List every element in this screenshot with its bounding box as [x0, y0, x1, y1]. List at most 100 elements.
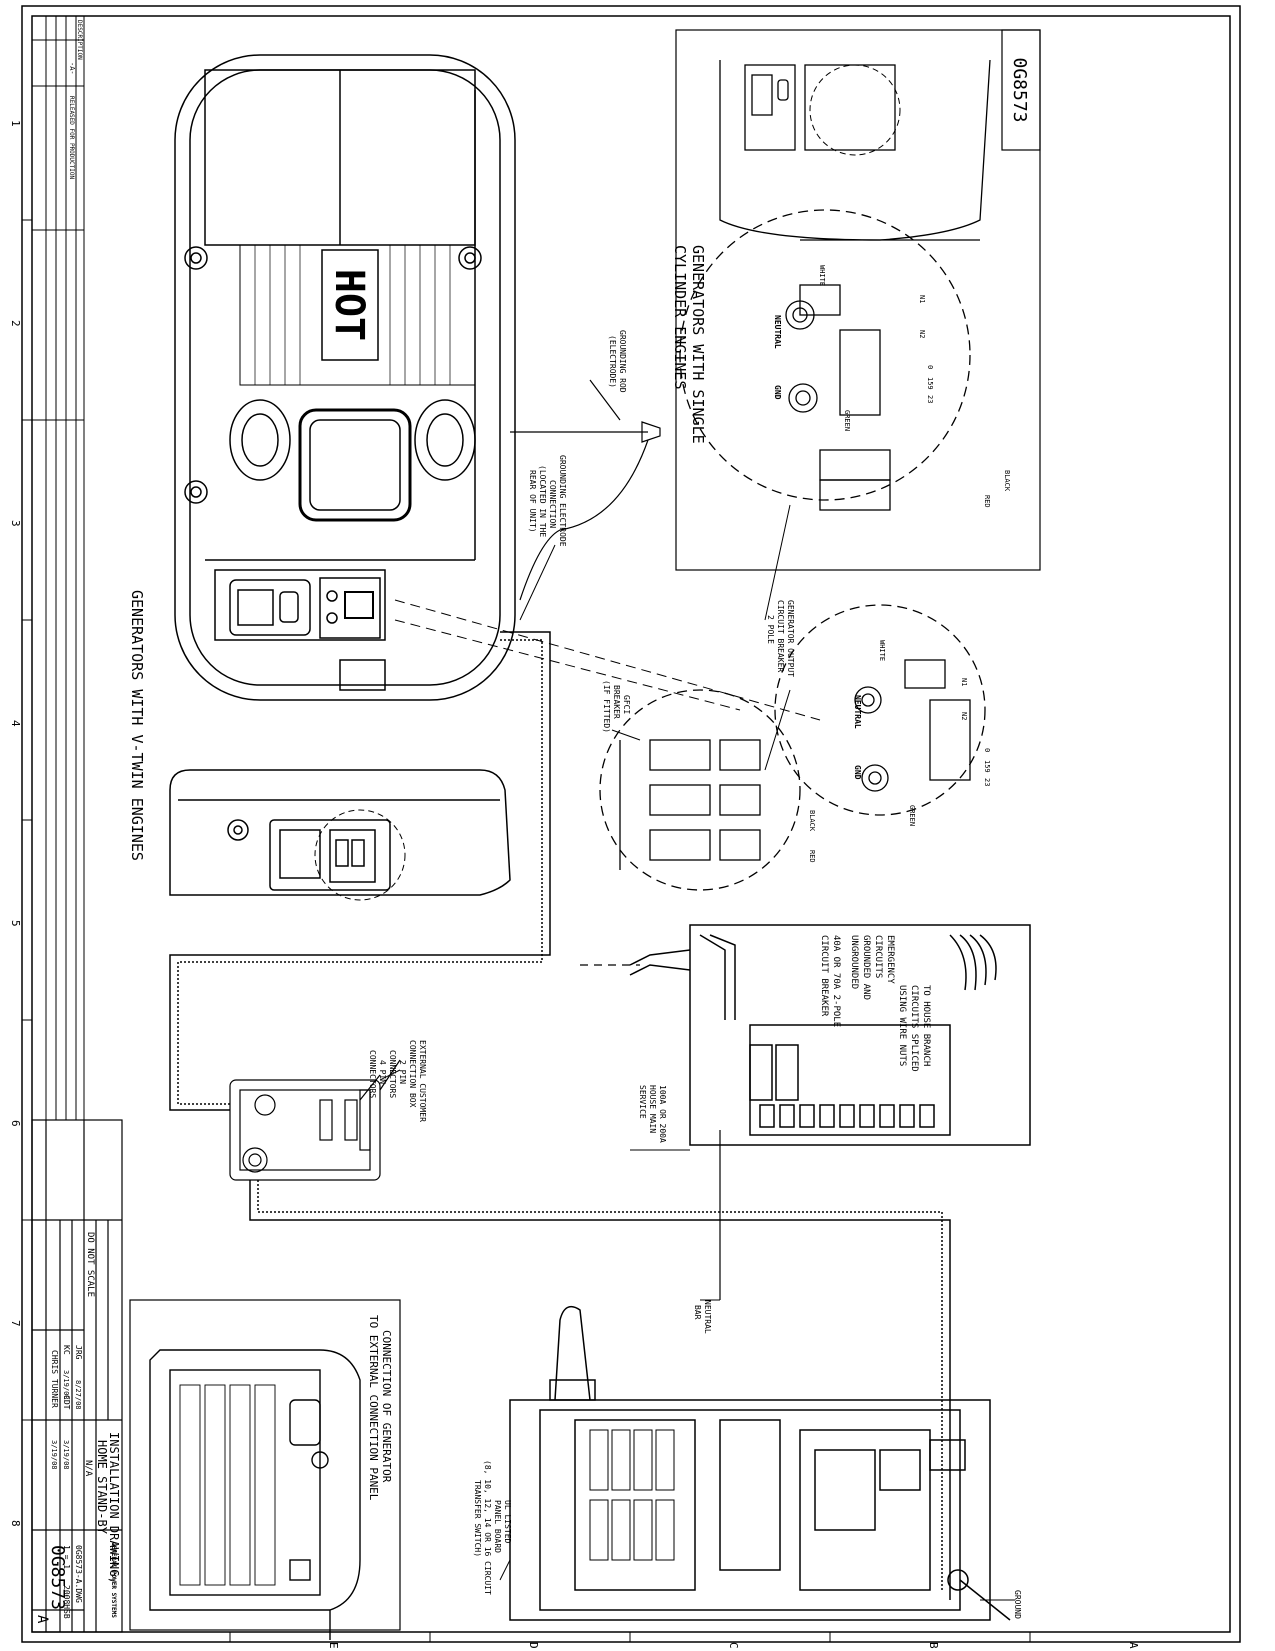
gfci-line2: BREAKER: [612, 685, 621, 719]
grid-row-a: A: [1127, 1642, 1140, 1649]
conduit-generator: [169, 631, 951, 1600]
title-block-drawn-by: JRG: [74, 1345, 83, 1360]
title-block-checked-date: 3/19/08: [62, 1370, 70, 1400]
single-gnd-label: GND: [773, 385, 782, 400]
detail-circle-single: [679, 209, 980, 511]
ul-line1: UL LISTED: [503, 1500, 512, 1544]
single-0-label: 0: [926, 365, 934, 369]
drawing-number-top: 0G8573: [1009, 57, 1030, 122]
title-block-scale: 1 = 1: [62, 1545, 71, 1569]
ul-line2: PANEL BOARD: [493, 1500, 502, 1553]
emergency-line4: UNGROUNDED: [849, 935, 859, 989]
house-branch-line3: USING WIRE NUTS: [897, 985, 907, 1066]
gfci-red-label: RED: [808, 850, 816, 863]
grid-row-b: B: [927, 1642, 940, 1649]
revision-zone: -A-: [68, 62, 76, 75]
generator-vtwin-side: [169, 769, 511, 901]
vtwin-title: GENERATORS WITH V-TWIN ENGINES: [128, 590, 146, 861]
grid-col-1: 1: [9, 120, 22, 127]
ul-line3: (8, 10, 12, 14 OR 16 CIRCUIT: [483, 1460, 492, 1595]
vtwin-0-label: 0: [983, 748, 991, 752]
generator-vtwin: [174, 54, 516, 701]
grid-col-3: 3: [9, 520, 22, 527]
emergency-line1: EMERGENCY: [885, 935, 895, 984]
vtwin-23-label: 23: [983, 778, 991, 786]
revision-description: RELEASED FOR PRODUCTION: [68, 96, 75, 179]
inset-generator: [149, 1349, 361, 1640]
grid-col-6: 6: [9, 1120, 22, 1127]
house-branch-line1: TO HOUSE BRANCH: [921, 985, 931, 1066]
title-block-do-not-scale: DO NOT SCALE: [85, 1232, 95, 1297]
title-block-material: N/A: [83, 1460, 93, 1477]
grid-col-7: 7: [9, 1320, 22, 1327]
detail-circle-gfci: [599, 689, 801, 891]
grid-row-c: C: [727, 1642, 740, 1649]
vtwin-green-label: GREEN: [908, 805, 916, 826]
gen-output-line3: 2 POLE: [766, 615, 775, 644]
detail-leaders: [394, 599, 821, 721]
grid-row-labels: A B C D E: [327, 1642, 1140, 1649]
title-block-engineer: CHRIS TURNER: [50, 1350, 59, 1408]
pin2-line2: CONNECTORS: [388, 1050, 397, 1098]
gfci-line3: (IF FITTED): [602, 680, 611, 733]
vtwin-n2-label: N2: [960, 712, 968, 720]
grounding-conn-line3: (LOCATED IN THE: [538, 465, 547, 537]
house-branch-line2: CIRCUITS SPLICED: [909, 985, 919, 1072]
breaker-line2: CIRCUIT BREAKER: [819, 935, 829, 1017]
pin2-line1: 2 PIN: [398, 1060, 407, 1084]
drawing-number-box: [1001, 29, 1041, 151]
grounding-conn-line4: REAR OF UNIT): [528, 470, 537, 533]
title-block-approved-date: 3/19/08: [62, 1440, 70, 1470]
title-block-drawing-number: 0G8573: [47, 1545, 68, 1610]
gen-output-line1: GENERATOR OUTPUT: [786, 600, 795, 677]
connection-title-line2: TO EXTERNAL CONNECTION PANEL: [367, 1315, 380, 1501]
house-main-service-panel: [629, 924, 1031, 1146]
single-black-label: BLACK: [1003, 470, 1011, 492]
grid-ticks: [22, 219, 1031, 1642]
transfer-switch-panel: [509, 1305, 1011, 1621]
title-block-title2: HOME STAND-BY: [95, 1440, 109, 1535]
grid-row-e: E: [327, 1642, 340, 1649]
pin4-line1: 4 PIN: [378, 1060, 387, 1084]
grounding-rod-label2: (ELECTRODE): [608, 335, 617, 388]
grounding-conn-line2: CONNECTION: [548, 480, 557, 528]
grid-col-8: 8: [9, 1520, 22, 1527]
single-n1-label: N1: [918, 295, 926, 303]
breaker-line1: 40A OR 70A 2-POLE: [831, 935, 841, 1027]
gen-output-line2: CIRCUIT BREAKER: [776, 600, 785, 672]
outer-frame: [21, 5, 1241, 1643]
title-block-checked-by: KC: [62, 1345, 71, 1355]
neutral-bar-line1: NEUTRAL: [703, 1300, 712, 1334]
single-cylinder-panel: [675, 29, 1041, 571]
revision-header: DESCRIPTION: [76, 20, 83, 60]
single-red-label: RED: [983, 495, 991, 508]
ul-line4: TRANSFER SWITCH): [473, 1480, 482, 1557]
title-block-drawn-date: 8/27/08: [74, 1380, 82, 1410]
single-green-label: GREEN: [843, 410, 851, 431]
single-neutral-label: NEUTRAL: [773, 315, 782, 349]
title-block-company: GENERAC POWER SYSTEMS: [110, 1542, 117, 1618]
pin4-line2: CONNECTORS: [368, 1050, 377, 1098]
title-block: [31, 1119, 123, 1633]
vtwin-neutral-label: NEUTRAL: [853, 695, 862, 729]
title-block-approved-by: CDT: [62, 1395, 71, 1410]
grid-col-5: 5: [9, 920, 22, 927]
grounding-rod: [510, 379, 661, 601]
grid-col-4: 4: [9, 720, 22, 727]
emergency-line3: GROUNDED AND: [861, 935, 871, 1000]
external-connection-box: [229, 1059, 401, 1181]
gfci-line1: GFCI: [622, 695, 631, 714]
ground-label: GROUND: [1013, 1590, 1022, 1619]
grounding-rod-label1: GROUNDING ROD: [618, 330, 627, 393]
inner-frame: [31, 15, 1231, 1633]
grounding-conn-line1: GROUNDING ELECTRODE: [558, 455, 567, 547]
grid-col-2: 2: [9, 320, 22, 327]
revision-block: [32, 16, 122, 1121]
vtwin-gnd-label: GND: [853, 765, 862, 780]
single-159-label: 159: [926, 377, 934, 390]
emergency-line2: CIRCUITS: [873, 935, 883, 978]
grid-column-labels: 1 2 3 4 5 6 7 8: [9, 120, 22, 1527]
connection-inset-panel: [129, 1299, 401, 1631]
single-23-label: 23: [926, 395, 934, 403]
